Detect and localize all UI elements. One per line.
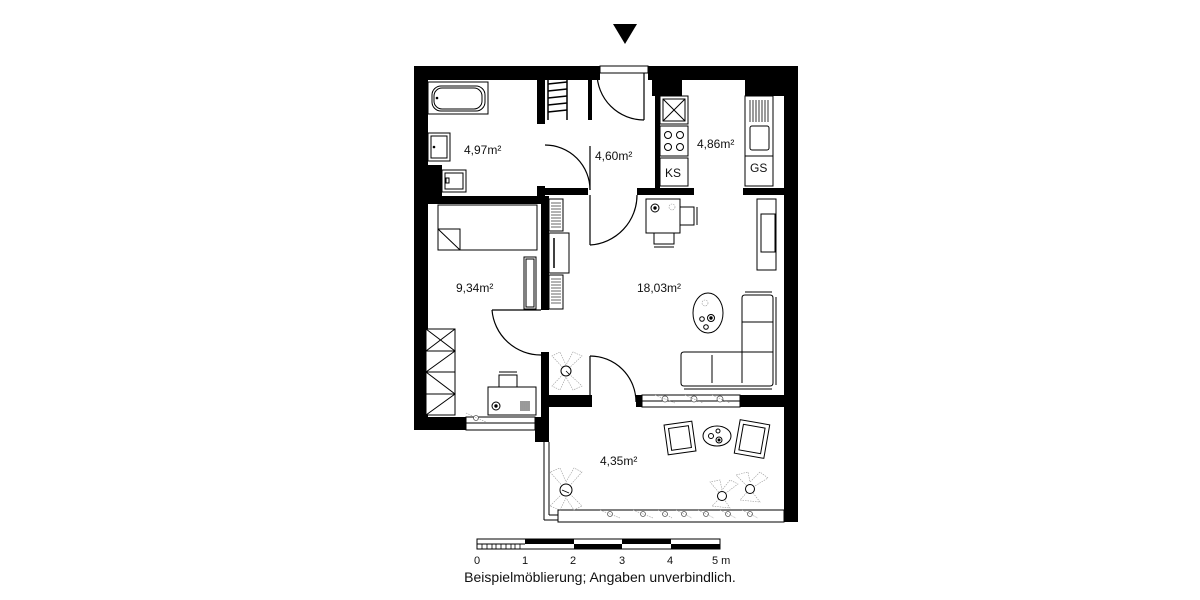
room-area-bathroom: 4,97m² — [464, 143, 501, 157]
scale-tick-1: 1 — [522, 555, 528, 567]
room-area-living-room: 18,03m² — [637, 281, 681, 295]
scale-tick-5: 5 m — [712, 555, 730, 567]
furniture — [425, 80, 777, 459]
room-area-bedroom: 9,34m² — [456, 281, 493, 295]
balcony-chair-right-icon — [733, 419, 771, 459]
plant-icon — [551, 351, 583, 391]
disclaimer-text: Beispielmöblierung; Angaben unverbindlic… — [464, 569, 736, 585]
sink-icon — [427, 132, 451, 162]
kitchen-counter-left — [659, 95, 689, 187]
plant-icon — [709, 479, 739, 509]
windowsill-plants — [654, 394, 731, 404]
plant-icon — [735, 471, 769, 503]
scale-tick-4: 4 — [667, 555, 673, 567]
sofa-icon — [680, 291, 777, 390]
doors — [491, 72, 645, 405]
scale-tick-2: 2 — [570, 555, 576, 567]
windowsill-plants — [465, 412, 487, 423]
dining-table-icon — [645, 198, 698, 248]
bedroom-wardrobe-icon — [425, 328, 456, 416]
bed-icon — [437, 204, 538, 251]
living-wardrobe-icon — [548, 198, 570, 310]
tv-sideboard-icon — [756, 198, 777, 271]
plant-icon — [549, 467, 583, 511]
scale-tick-3: 3 — [619, 555, 625, 567]
fridge-label: KS — [665, 166, 681, 180]
scale-bar: 0 1 2 3 4 5 m — [474, 538, 730, 567]
railing-plants — [599, 509, 759, 519]
kitchen-counter-right — [744, 95, 774, 187]
room-area-kitchen: 4,86m² — [697, 137, 734, 151]
balcony-chair-left-icon — [663, 420, 697, 456]
plants — [465, 351, 769, 519]
coffee-table-icon — [692, 292, 724, 334]
balcony-table-icon — [702, 425, 732, 447]
entrance-arrow-icon — [613, 24, 637, 44]
room-area-hallway: 4,60m² — [595, 149, 632, 163]
walls — [414, 66, 798, 522]
scale-tick-0: 0 — [474, 555, 480, 567]
bathtub-icon — [427, 81, 489, 115]
shelf-icon — [523, 256, 537, 310]
dishwasher-label: GS — [750, 161, 767, 175]
desk-icon — [487, 371, 537, 416]
wardrobe-icon — [547, 80, 568, 120]
room-area-balcony: 4,35m² — [600, 454, 637, 468]
toilet-icon — [441, 169, 467, 193]
